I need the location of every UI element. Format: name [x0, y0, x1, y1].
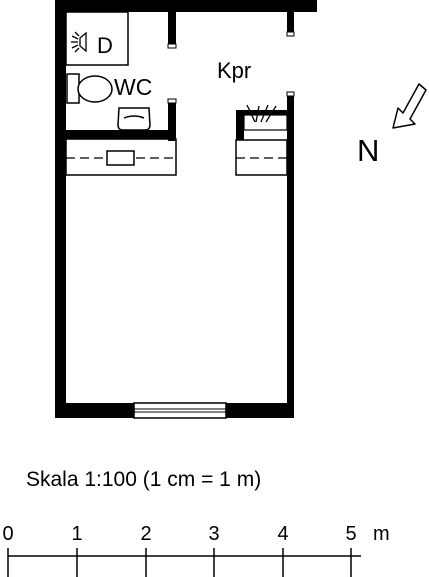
bathroom-wall-top-stub — [168, 12, 176, 48]
kitchen-wall-top — [236, 110, 287, 115]
bathroom-wall-bottom — [66, 130, 176, 139]
bathroom-walls — [66, 12, 176, 141]
jamb-right-top — [286, 31, 295, 37]
shower-head-icon — [71, 31, 87, 53]
scale-caption: Skala 1:100 (1 cm = 1 m) — [26, 468, 261, 491]
exterior-walls — [55, 0, 317, 418]
scale-tick-label: 2 — [140, 523, 151, 545]
wc-label: WC — [114, 74, 152, 100]
bathroom-wall-right — [168, 103, 176, 141]
scale-tick-label: 4 — [277, 523, 288, 545]
wall-top — [55, 0, 317, 12]
washbasin-icon — [117, 107, 151, 131]
jamb-bathroom-bottom — [167, 98, 177, 104]
jamb-right-bottom — [286, 91, 295, 97]
shower-label: D — [97, 33, 113, 58]
wall-bottom-left — [55, 403, 134, 418]
scale-tick-label: 3 — [208, 523, 219, 545]
shower: D — [65, 11, 129, 66]
toilet-icon — [66, 73, 113, 104]
wall-right-upper — [287, 0, 294, 32]
scale-tick-label: 5 — [345, 523, 356, 545]
scale-unit: m — [373, 523, 390, 545]
hallway-label: Kpr — [217, 58, 251, 83]
scale-tick-labels: 0 1 2 3 4 5 — [2, 523, 356, 545]
sink-icon — [106, 150, 135, 166]
counter-right — [235, 139, 288, 176]
scale-bar — [7, 548, 361, 577]
hanger-icon — [246, 104, 277, 123]
north-arrow-icon — [392, 83, 427, 129]
scale-tick-label: 0 — [2, 523, 13, 545]
kitchen-wall-left — [236, 110, 244, 140]
scale-tick-label: 1 — [71, 523, 82, 545]
wall-bottom-right — [226, 403, 294, 418]
wall-right-lower — [287, 96, 294, 418]
jamb-bathroom-top — [167, 43, 177, 49]
wall-left — [55, 0, 66, 418]
wardrobe-shelf — [243, 104, 288, 131]
north-label: N — [357, 133, 379, 168]
counter-left — [65, 138, 177, 176]
window — [133, 402, 227, 419]
